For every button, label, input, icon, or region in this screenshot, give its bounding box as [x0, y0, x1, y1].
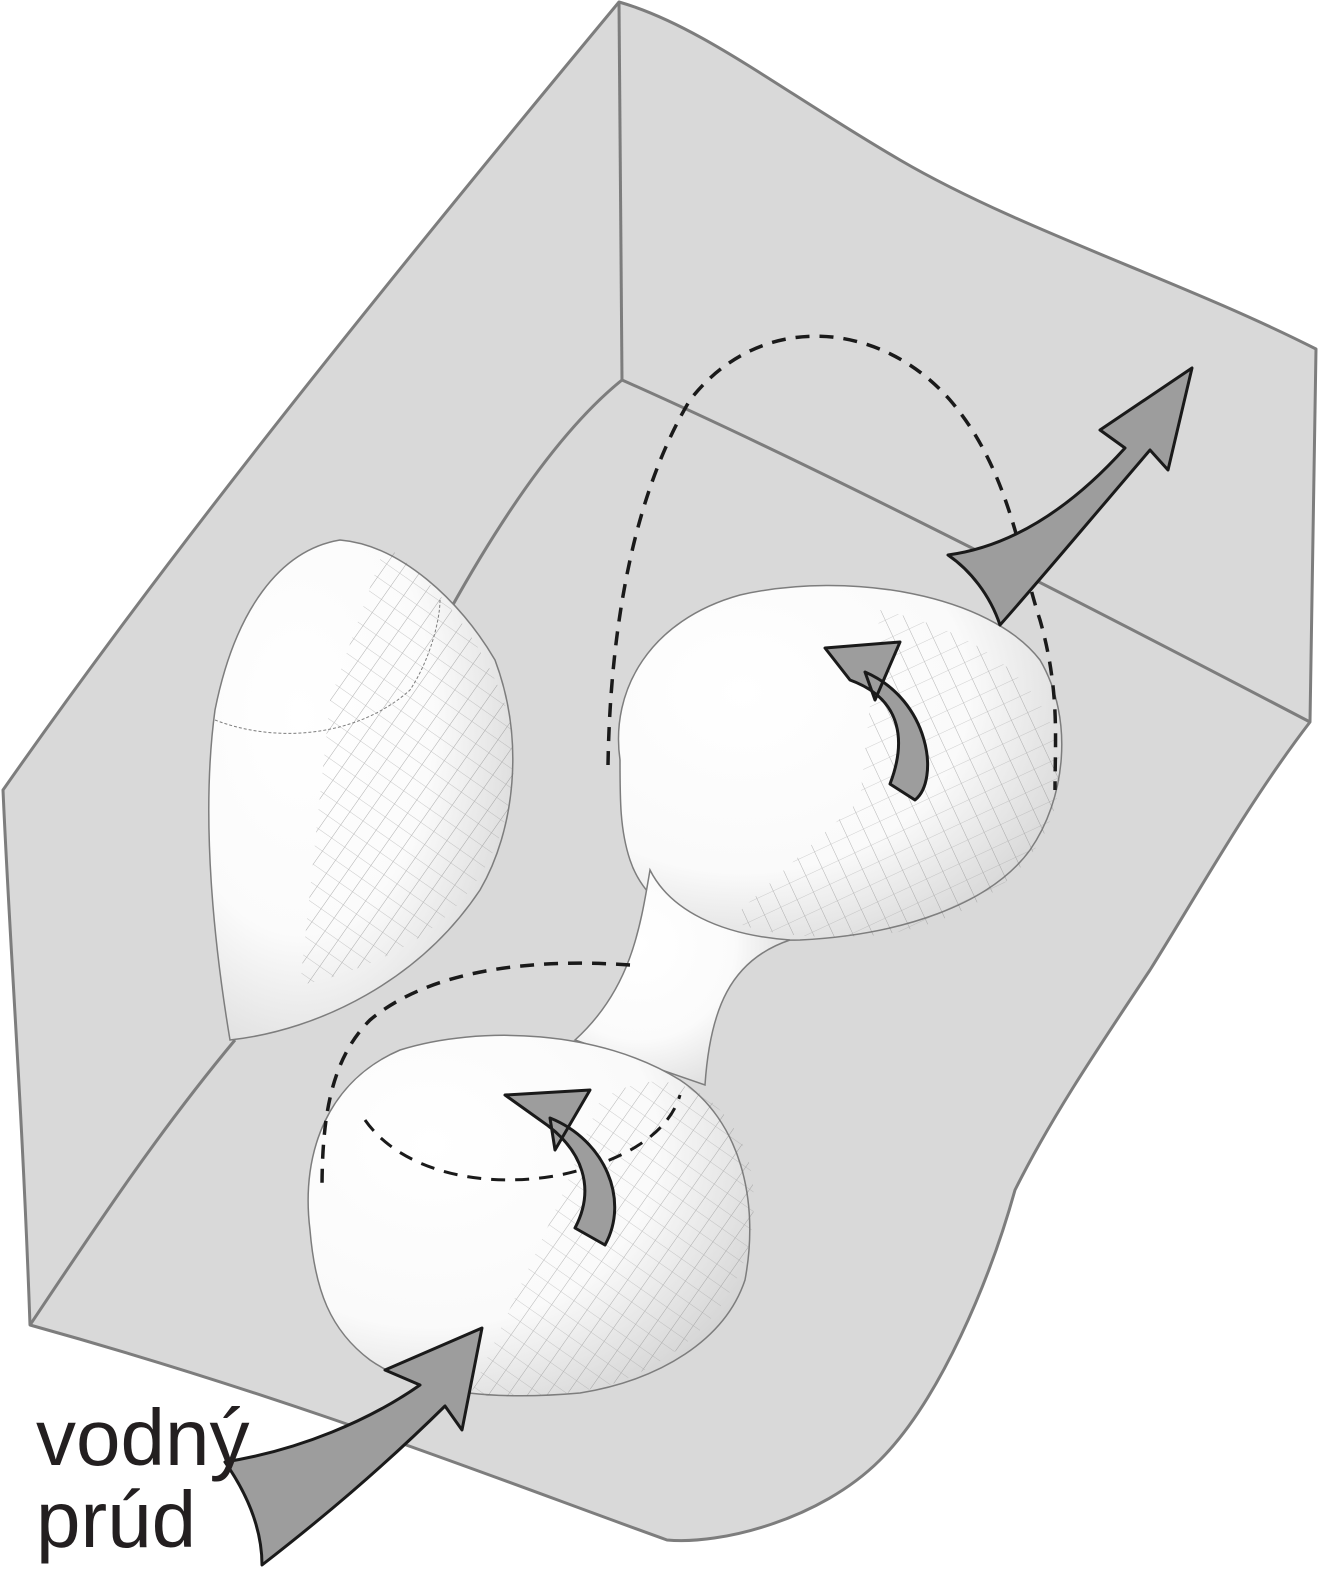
swirl-arrow-upper-icon: [823, 640, 929, 802]
water-flow-label-line1: vodný: [36, 1393, 250, 1482]
block-edge-inner: [448, 378, 623, 611]
outflow-arrow-icon: [946, 366, 1194, 627]
block-edge-vertical: [617, 1, 624, 381]
dashed-flow-path-lower-inner: [363, 1094, 682, 1182]
water-flow-label-line2: prúd: [36, 1475, 197, 1564]
inflow-arrow-icon: [223, 1326, 484, 1567]
dashed-flow-path-upper: [606, 334, 1058, 791]
block-edge-top-right: [621, 378, 1311, 724]
block-edge-lower-left: [28, 1039, 237, 1326]
swirl-arrow-lower-icon: [503, 1088, 617, 1247]
dashed-flow-path-lower: [320, 961, 631, 1191]
left-cavity-rim-thin: [214, 599, 441, 734]
left-cavity-hatching: [300, 545, 514, 985]
connecting-channel: [573, 867, 791, 1087]
lower-cavity-hatching: [470, 1081, 754, 1397]
